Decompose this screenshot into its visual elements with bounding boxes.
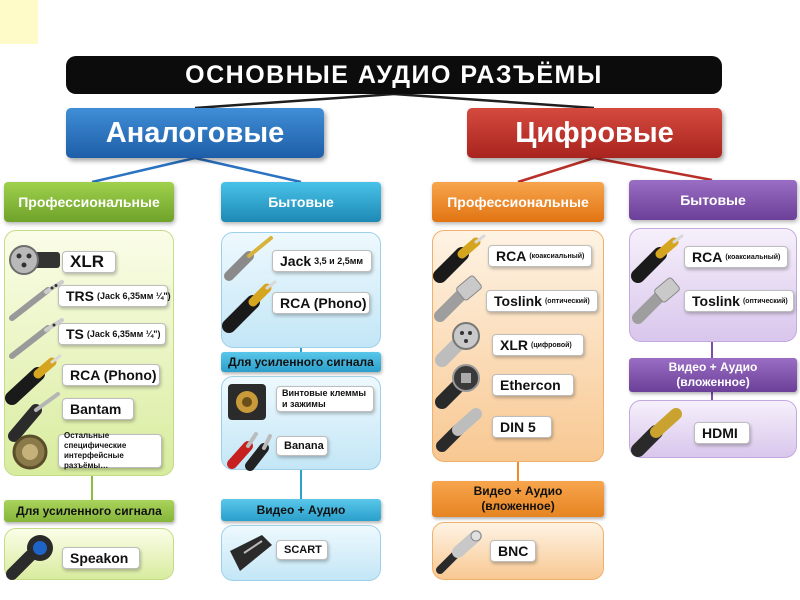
- item-note: (Jack 6,35мм ¼"): [86, 329, 161, 339]
- item-label: TS: [66, 326, 84, 342]
- ethercon-connector-icon: [435, 364, 480, 409]
- item-note: (цифровой): [531, 341, 572, 349]
- item-label: Banana: [284, 440, 324, 452]
- analog-professional-amplified-header: Для усиленного сигнала: [4, 500, 174, 522]
- item-label: Toslink: [494, 293, 542, 309]
- item-note: (коаксиальный): [725, 253, 781, 261]
- item-note: (Jack 6,35мм ¼"): [97, 291, 171, 301]
- toslink-plug-icon: [632, 277, 680, 324]
- item-label: RCA: [692, 249, 723, 265]
- analog-professional-item-xlr: XLR: [62, 251, 116, 273]
- analog-household-amplified-header: Для усиленного сигнала: [221, 352, 381, 372]
- rca-plug-icon: [222, 280, 277, 333]
- item-label: RCA (Phono): [70, 367, 157, 383]
- analog-household-header: Бытовые: [221, 182, 381, 222]
- digital-professional-item-xlr: XLR (цифровой): [492, 334, 584, 356]
- digital-professional-header: Профессиональные: [432, 182, 604, 222]
- speakon-connector-icon: [6, 535, 53, 580]
- analog-household-item-rca: RCA (Phono): [272, 292, 370, 314]
- analog-household-item-jack: Jack 3,5 и 2,5мм: [272, 250, 372, 272]
- digital-household-item-toslink: Toslink (оптический): [684, 290, 794, 312]
- digital-professional-item-bnc: BNC: [490, 540, 536, 562]
- digital-professional-item-rca: RCA (коаксиальный): [488, 245, 592, 267]
- analog-professional-item-rca: RCA (Phono): [62, 364, 160, 386]
- analog-professional-item-ts: TS (Jack 6,35мм ¼"): [58, 323, 166, 345]
- rca-plug-icon: [433, 234, 486, 283]
- bnc-connector-icon: [436, 530, 482, 574]
- item-note: (оптический): [742, 297, 788, 305]
- digital-professional-item-toslink: Toslink (оптический): [486, 290, 598, 312]
- item-label: Винтовые клеммы и зажимы: [282, 388, 367, 409]
- din-connector-icon: [436, 408, 482, 452]
- item-label: XLR: [70, 252, 104, 271]
- corner-decoration: [0, 0, 38, 44]
- category-digital: Цифровые: [467, 108, 722, 158]
- analog-household-item-banana: Banana: [276, 436, 328, 456]
- analog-professional-item-other: Остальные специфические интерфейсные раз…: [58, 431, 162, 470]
- digital-household-item-hdmi: HDMI: [694, 422, 750, 444]
- item-note: (коаксиальный): [529, 252, 585, 260]
- item-note: 3,5 и 2,5мм: [314, 256, 364, 266]
- item-label: BNC: [498, 543, 529, 559]
- digital-household-video-header: Видео + Аудио (вложенное): [629, 358, 797, 392]
- item-label: SCART: [284, 544, 322, 556]
- item-label: RCA (Phono): [280, 295, 367, 311]
- analog-professional-item-bantam: Bantam: [62, 398, 134, 420]
- analog-professional-item-trs: TRS (Jack 6,35мм ¼"): [58, 285, 171, 307]
- page-title: ОСНОВНЫЕ АУДИО РАЗЪЁМЫ: [66, 56, 722, 94]
- item-label: XLR: [500, 337, 528, 353]
- rca-plug-icon: [631, 234, 684, 283]
- item-label: Остальные специфические интерфейсные раз…: [64, 431, 127, 470]
- analog-professional-header: Профессиональные: [4, 182, 174, 222]
- trs-jack-icon: [9, 280, 64, 321]
- xlr-connector-icon: [435, 322, 480, 367]
- analog-professional-item-speakon: Speakon: [62, 547, 140, 569]
- mini-jack-icon: [224, 236, 273, 281]
- item-label: RCA: [496, 248, 527, 264]
- digital-professional-item-din5: DIN 5: [492, 416, 552, 438]
- digital-household-item-rca: RCA (коаксиальный): [684, 246, 788, 268]
- digital-household-header: Бытовые: [629, 180, 797, 220]
- item-label: HDMI: [702, 425, 738, 441]
- item-note: (оптический): [544, 297, 590, 305]
- item-label: DIN 5: [500, 419, 536, 435]
- item-label: Speakon: [70, 550, 129, 566]
- screw-terminal-icon: [228, 384, 266, 420]
- toslink-plug-icon: [434, 275, 482, 322]
- item-label: Toslink: [692, 293, 740, 309]
- scart-connector-icon: [230, 535, 272, 571]
- circular-connector-icon: [12, 434, 48, 470]
- digital-professional-video-header: Видео + Аудио (вложенное): [432, 481, 604, 517]
- item-label: TRS: [66, 288, 94, 304]
- hdmi-connector-icon: [631, 408, 682, 457]
- banana-plug-icon: [227, 432, 272, 471]
- category-analog: Аналоговые: [66, 108, 324, 158]
- analog-household-item-screw-terminals: Винтовые клеммы и зажимы: [276, 386, 374, 412]
- item-label: Bantam: [70, 401, 122, 417]
- analog-household-video-header: Видео + Аудио: [221, 499, 381, 521]
- bantam-plug-icon: [8, 392, 60, 442]
- digital-professional-item-ethercon: Ethercon: [492, 374, 574, 396]
- analog-household-item-scart: SCART: [276, 540, 328, 560]
- item-label: Jack: [280, 253, 312, 269]
- xlr-connector-icon: [9, 245, 60, 275]
- rca-plug-icon: [5, 354, 62, 405]
- item-label: Ethercon: [500, 377, 561, 393]
- ts-jack-icon: [9, 318, 64, 359]
